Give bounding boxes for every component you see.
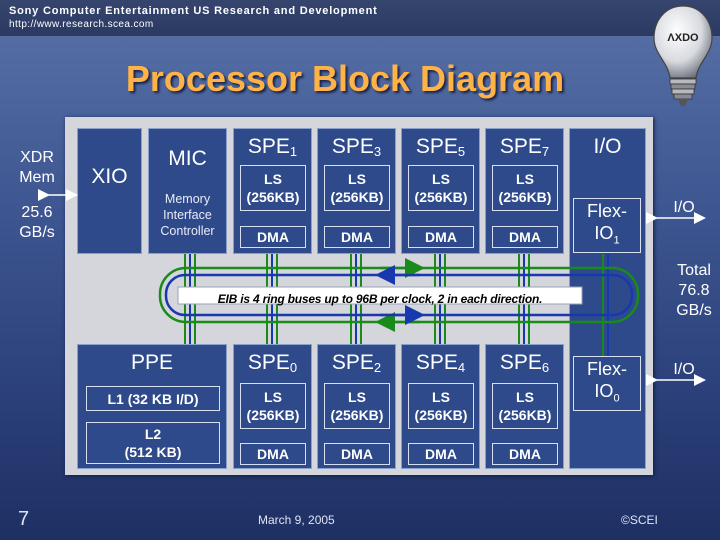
total-bandwidth: Total 76.8 GB/s bbox=[676, 262, 712, 319]
flex-io-0: Flex-IO0 bbox=[573, 356, 641, 411]
ppe-l2-cache: L2 (512 KB) bbox=[86, 422, 220, 464]
spe-6-block: SPE6 LS (256KB) DMA bbox=[485, 344, 564, 469]
spe-4-label: SPE4 bbox=[415, 351, 466, 375]
spe-3-label: SPE3 bbox=[331, 135, 382, 159]
spe-1-label: SPE1 bbox=[247, 135, 298, 159]
page-title: Processor Block Diagram bbox=[125, 58, 565, 99]
flex-io-1: Flex-IO1 bbox=[573, 198, 641, 253]
organization-url: http://www.research.scea.com bbox=[9, 19, 154, 30]
lightbulb-logo-icon: ΛXDO bbox=[653, 5, 713, 106]
spe-3-dma: DMA bbox=[324, 226, 390, 248]
footer-date: March 9, 2005 bbox=[258, 513, 335, 527]
xio-block: XIO bbox=[77, 128, 142, 254]
xdr-bandwidth: 25.6 GB/s bbox=[19, 204, 55, 241]
spe-7-block: SPE7 LS (256KB) DMA bbox=[485, 128, 564, 254]
spe-2-local-store: LS (256KB) bbox=[324, 383, 390, 429]
mic-description: Memory Interface Controller bbox=[160, 192, 215, 238]
eib-description: EIB is 4 ring buses up to 96B per clock,… bbox=[217, 292, 543, 306]
page-number: 7 bbox=[18, 508, 30, 530]
io-top-label: I/O bbox=[673, 199, 695, 216]
spe-2-dma: DMA bbox=[324, 443, 390, 465]
spe-1-local-store: LS (256KB) bbox=[240, 165, 306, 211]
spe-0-dma: DMA bbox=[240, 443, 306, 465]
io-bottom-label: I/O bbox=[673, 361, 695, 378]
spe-4-local-store: LS (256KB) bbox=[408, 383, 474, 429]
spe-1-block: SPE1 LS (256KB) DMA bbox=[233, 128, 312, 254]
connector-io bbox=[602, 254, 609, 356]
spe-5-label: SPE5 bbox=[415, 135, 466, 159]
footer-copyright: ©SCEI bbox=[621, 513, 658, 527]
eib-label-box bbox=[177, 286, 583, 305]
spe-5-local-store: LS (256KB) bbox=[408, 165, 474, 211]
organization-name: Sony Computer Entertainment US Research … bbox=[9, 5, 378, 17]
spe-2-label: SPE2 bbox=[331, 351, 382, 375]
spe-0-label: SPE0 bbox=[247, 351, 298, 375]
spe-7-label: SPE7 bbox=[499, 135, 550, 159]
spe-2-block: SPE2 LS (256KB) DMA bbox=[317, 344, 396, 469]
mic-label: MIC bbox=[168, 147, 207, 170]
logo-text: ΛXDO bbox=[667, 32, 699, 44]
ppe-l1-cache: L1 (32 KB I/D) bbox=[86, 386, 220, 411]
spe-4-block: SPE4 LS (256KB) DMA bbox=[401, 344, 480, 469]
spe-3-local-store: LS (256KB) bbox=[324, 165, 390, 211]
spe-7-local-store: LS (256KB) bbox=[492, 165, 558, 211]
xdr-mem-label: XDR Mem bbox=[19, 149, 55, 186]
spe-5-dma: DMA bbox=[408, 226, 474, 248]
spe-6-local-store: LS (256KB) bbox=[492, 383, 558, 429]
spe-6-label: SPE6 bbox=[499, 351, 550, 375]
spe-0-local-store: LS (256KB) bbox=[240, 383, 306, 429]
spe-1-dma: DMA bbox=[240, 226, 306, 248]
spe-3-block: SPE3 LS (256KB) DMA bbox=[317, 128, 396, 254]
spe-4-dma: DMA bbox=[408, 443, 474, 465]
spe-7-dma: DMA bbox=[492, 226, 558, 248]
header-bar bbox=[0, 0, 720, 37]
spe-5-block: SPE5 LS (256KB) DMA bbox=[401, 128, 480, 254]
mic-block: MIC Memory Interface Controller bbox=[148, 128, 227, 254]
spe-6-dma: DMA bbox=[492, 443, 558, 465]
spe-0-block: SPE0 LS (256KB) DMA bbox=[233, 344, 312, 469]
xio-label: XIO bbox=[91, 165, 128, 188]
io-label: I/O bbox=[593, 135, 622, 158]
ppe-label: PPE bbox=[130, 351, 174, 374]
ppe-block: PPE L1 (32 KB I/D) L2 (512 KB) bbox=[77, 344, 227, 469]
